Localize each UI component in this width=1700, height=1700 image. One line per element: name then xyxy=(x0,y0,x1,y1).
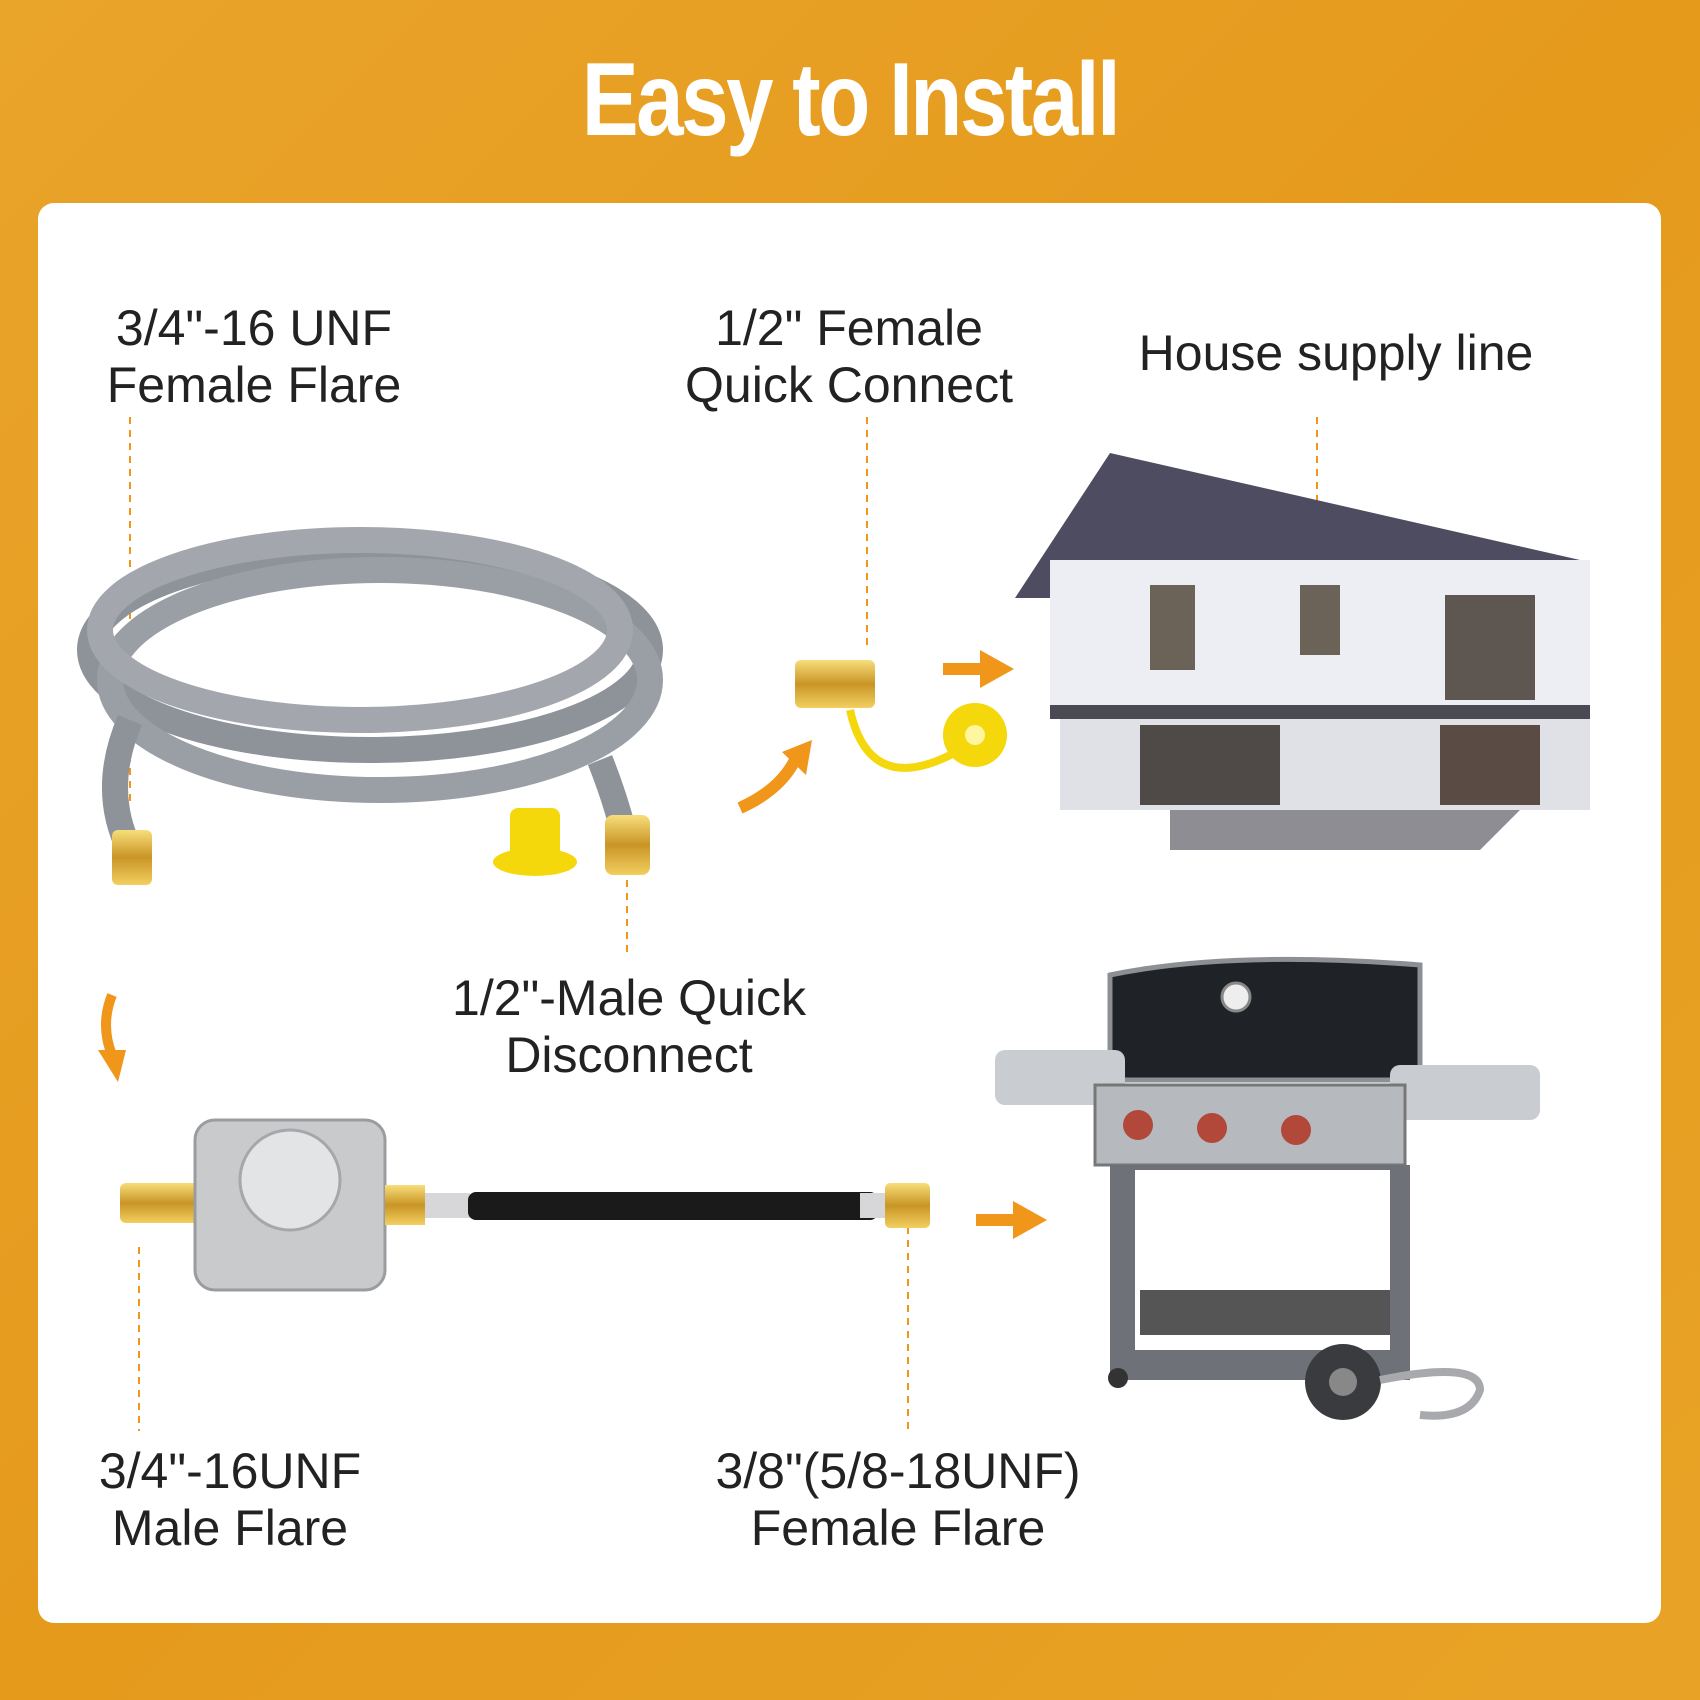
label-male-flare: 3/4"-16UNF Male Flare xyxy=(99,1443,361,1557)
label-line: Female Flare xyxy=(750,1500,1046,1556)
arrows xyxy=(98,650,1047,1239)
gas-grill-image xyxy=(995,956,1540,1420)
curved-arrow-down-icon xyxy=(98,993,126,1082)
male-quick-disconnect-image xyxy=(605,815,650,875)
label-line: House supply line xyxy=(1138,325,1534,381)
label-male-quick-disconnect: 1/2"-Male Quick Disconnect xyxy=(452,970,806,1084)
label-female-quick-connect: 1/2" Female Quick Connect xyxy=(685,300,1013,414)
arrow-right-icon xyxy=(976,1201,1047,1239)
female-quick-connect-image xyxy=(795,660,1007,772)
label-line: 1/2" Female xyxy=(715,300,983,356)
label-grill-female-flare: 3/8"(5/8-18UNF) Female Flare xyxy=(715,1443,1080,1557)
label-female-flare: 3/4"-16 UNF Female Flare xyxy=(107,300,402,414)
arrow-right-icon xyxy=(943,650,1014,688)
label-line: 1/2"-Male Quick xyxy=(452,970,806,1026)
label-line: 3/8"(5/8-18UNF) xyxy=(715,1443,1081,1499)
label-line: Disconnect xyxy=(505,1027,753,1083)
label-line: 3/4"-16UNF xyxy=(98,1443,362,1499)
leader-lines xyxy=(129,417,1318,1431)
label-line: Quick Connect xyxy=(685,357,1013,413)
label-line: Female Flare xyxy=(106,357,402,413)
gas-hose-coil-image xyxy=(77,527,663,863)
label-line: 3/4"-16 UNF xyxy=(115,300,393,356)
regulator-hose-assembly-image xyxy=(120,1118,930,1292)
content-panel xyxy=(38,203,1661,1623)
house-image xyxy=(1015,453,1590,850)
label-line: Male Flare xyxy=(111,1500,349,1556)
page-title: Easy to Install xyxy=(581,42,1121,158)
yellow-dust-cap-image xyxy=(493,808,577,876)
curved-arrow-icon xyxy=(737,740,812,814)
label-house-supply: House supply line xyxy=(1139,325,1534,382)
brass-fitting-image xyxy=(112,830,152,885)
